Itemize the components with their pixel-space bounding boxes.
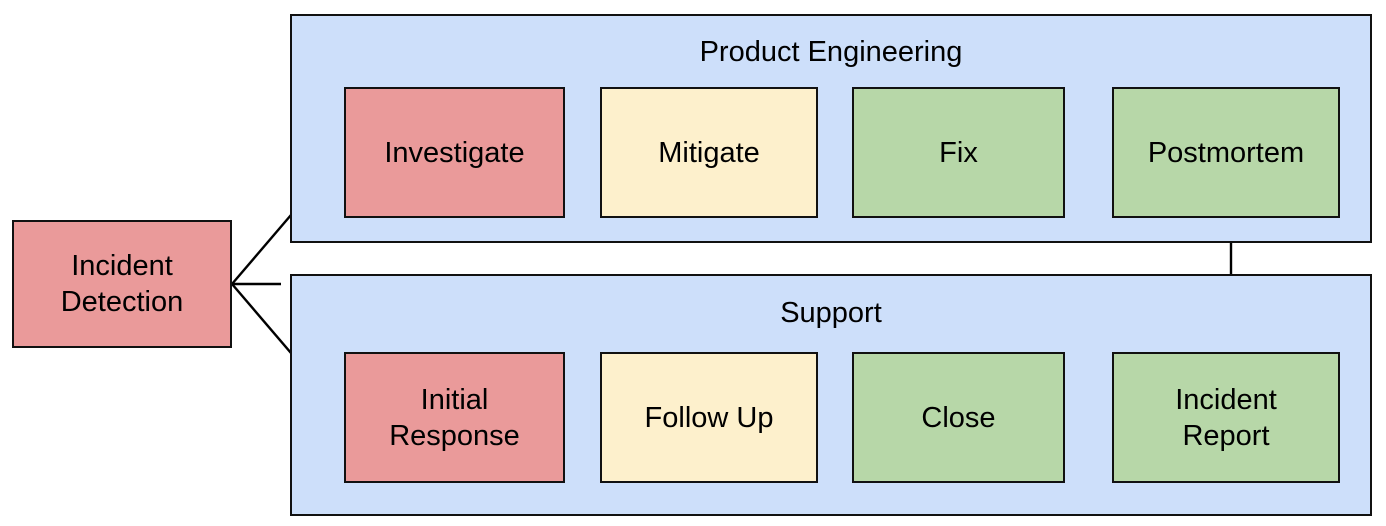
node-initial-response[interactable]: Initial Response [344, 352, 565, 483]
node-incident-report[interactable]: Incident Report [1112, 352, 1340, 483]
node-label-incident-detection: Incident Detection [60, 250, 184, 318]
node-label-postmortem: Postmortem [1147, 136, 1305, 169]
node-investigate[interactable]: Investigate [344, 87, 565, 218]
node-label-fix: Fix [939, 136, 978, 169]
swimlane-title-support: Support [780, 297, 882, 329]
node-mitigate[interactable]: Mitigate [600, 87, 818, 218]
node-label-follow-up: Follow Up [644, 401, 774, 434]
node-incident-detection[interactable]: Incident Detection [12, 220, 232, 348]
node-label-investigate: Investigate [384, 136, 525, 169]
node-postmortem[interactable]: Postmortem [1112, 87, 1340, 218]
node-label-initial-response: Initial Response [389, 383, 520, 452]
node-label-mitigate: Mitigate [658, 136, 760, 169]
node-fix[interactable]: Fix [852, 87, 1065, 218]
swimlane-title-product-engineering: Product Engineering [699, 36, 963, 68]
node-close[interactable]: Close [852, 352, 1065, 483]
node-label-close: Close [921, 401, 996, 434]
node-label-incident-report: Incident Report [1175, 383, 1277, 452]
node-follow-up[interactable]: Follow Up [600, 352, 818, 483]
